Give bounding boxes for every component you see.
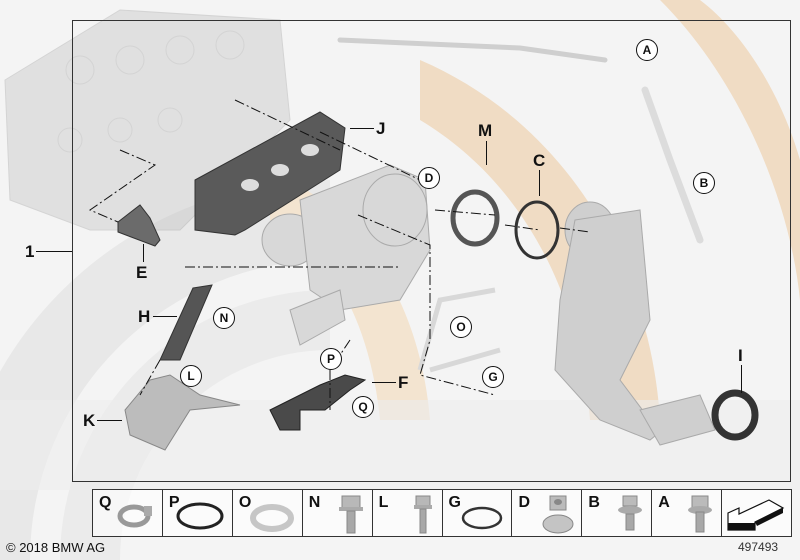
legend-cell-q[interactable]: Q	[93, 490, 163, 536]
legend-label: B	[588, 494, 600, 511]
callout-a-circled[interactable]: A	[636, 39, 658, 61]
image-number: 497493	[738, 540, 779, 554]
leader-line-e	[143, 244, 144, 262]
assembly-frame	[72, 20, 791, 482]
legend-cell-l[interactable]: L	[373, 490, 443, 536]
callout-b-circled[interactable]: B	[693, 172, 715, 194]
callout-g-circled[interactable]: G	[482, 366, 504, 388]
leader-line-i	[741, 365, 742, 393]
legend-cell-p[interactable]: P	[163, 490, 233, 536]
legend-label: P	[168, 494, 180, 511]
legend-cell-g[interactable]: G	[443, 490, 513, 536]
legend-label: N	[308, 494, 321, 511]
o-ring-icon	[176, 502, 224, 530]
callout-p-circled[interactable]: P	[320, 348, 342, 370]
leader-line-k	[97, 420, 122, 421]
callout-l-circled[interactable]: L	[180, 365, 202, 387]
flange-bolt-icon	[338, 495, 363, 534]
legend-cell-b[interactable]: B	[582, 490, 653, 536]
legend-cell-arrow[interactable]	[722, 490, 791, 536]
leader-line-f	[372, 382, 396, 383]
legend-cell-o[interactable]: O	[233, 490, 303, 536]
callout-o-circled[interactable]: O	[450, 316, 472, 338]
leader-line-1	[36, 251, 72, 252]
legend-cell-a[interactable]: A	[652, 490, 723, 536]
callout-n-circled[interactable]: N	[213, 307, 235, 329]
copyright-text: © 2018 BMW AG	[6, 540, 106, 555]
callout-j[interactable]: J	[376, 119, 386, 138]
leader-line-m	[486, 141, 487, 165]
o-ring-thin-icon	[462, 506, 503, 530]
legend-label: A	[658, 494, 670, 511]
parts-legend-strip: Q P O N L G D B A	[92, 489, 792, 537]
flange-nut-icon	[542, 495, 574, 534]
collar-bolt-icon	[618, 495, 643, 531]
legend-cell-d[interactable]: D	[512, 490, 583, 536]
callout-q-circled[interactable]: Q	[352, 396, 374, 418]
direction-arrow-icon	[727, 499, 785, 531]
callout-m[interactable]: M	[478, 121, 493, 140]
leader-line-h	[153, 316, 177, 317]
legend-label: O	[238, 494, 252, 511]
leader-line-j	[350, 128, 374, 129]
legend-label: Q	[99, 494, 112, 511]
hose-clamp-icon	[117, 504, 152, 528]
legend-cell-n[interactable]: N	[303, 490, 373, 536]
callout-1[interactable]: 1	[25, 242, 35, 261]
legend-label: G	[448, 494, 461, 511]
flange-bolt-icon	[688, 495, 713, 533]
callout-f[interactable]: F	[398, 373, 409, 392]
callout-e[interactable]: E	[136, 263, 148, 282]
callout-d-circled[interactable]: D	[418, 167, 440, 189]
callout-k[interactable]: K	[83, 411, 96, 430]
legend-label: L	[378, 494, 389, 511]
leader-line-c	[539, 170, 540, 196]
flange-bolt-small-icon	[413, 495, 432, 534]
callout-h[interactable]: H	[138, 307, 151, 326]
callout-c[interactable]: C	[533, 151, 546, 170]
sealing-washer-icon	[249, 504, 294, 532]
callout-i[interactable]: I	[738, 346, 743, 365]
legend-label: D	[518, 494, 530, 511]
